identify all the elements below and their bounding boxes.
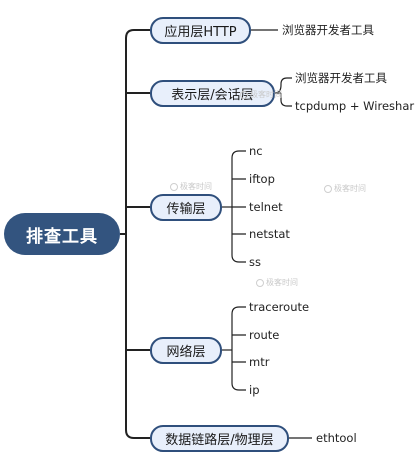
b2-bracket [274,77,292,107]
watermark: 极客时间 [256,277,298,288]
branch-presentation-session-layer: 表示层/会话层 [150,80,275,107]
branch-datalink-physical-layer: 数据链路层/物理层 [150,425,289,452]
branch-application-layer: 应用层HTTP [150,17,251,44]
leaf-mtr: mtr [249,355,270,369]
watermark: 极客时间 [170,181,212,192]
branch-label: 表示层/会话层 [171,88,254,103]
branch-network-layer: 网络层 [150,337,222,364]
leaf-tcpdump-wireshark: tcpdump + Wireshark [295,99,415,113]
root-label: 排查工具 [26,226,98,247]
leaf-route: route [249,328,280,342]
watermark-text: 极客时间 [334,184,366,193]
leaf-netstat: netstat [249,227,290,241]
watermark: 极客时间 [324,183,366,194]
watermark-text: 极客时间 [266,278,298,287]
branch-transport-layer: 传输层 [150,194,222,221]
leaf-iftop: iftop [249,172,275,186]
watermark-text: 极客时间 [250,90,282,99]
trunk-spine [125,29,150,439]
branch-label: 数据链路层/物理层 [165,433,274,448]
leaf-ip: ip [249,383,260,397]
b3-bracket [231,150,246,263]
watermark: 极客时间 [240,89,282,100]
leaf-ss: ss [249,255,261,269]
leaf-ethtool: ethtool [316,431,357,445]
leaf-browser-devtools: 浏览器开发者工具 [282,23,374,37]
b4-bracket [231,306,246,391]
watermark-logo-icon [170,182,178,191]
watermark-logo-icon [240,90,248,99]
leaf-browser-devtools: 浏览器开发者工具 [295,71,387,85]
branch-label: 网络层 [166,345,206,360]
watermark-text: 极客时间 [180,182,212,191]
leaf-traceroute: traceroute [249,300,310,314]
leaf-nc: nc [249,144,263,158]
branch-label: 应用层HTTP [164,25,237,40]
root-node: 排查工具 [4,213,120,255]
watermark-logo-icon [256,278,264,287]
leaf-telnet: telnet [249,200,283,214]
watermark-logo-icon [324,184,332,193]
branch-label: 传输层 [166,202,206,217]
